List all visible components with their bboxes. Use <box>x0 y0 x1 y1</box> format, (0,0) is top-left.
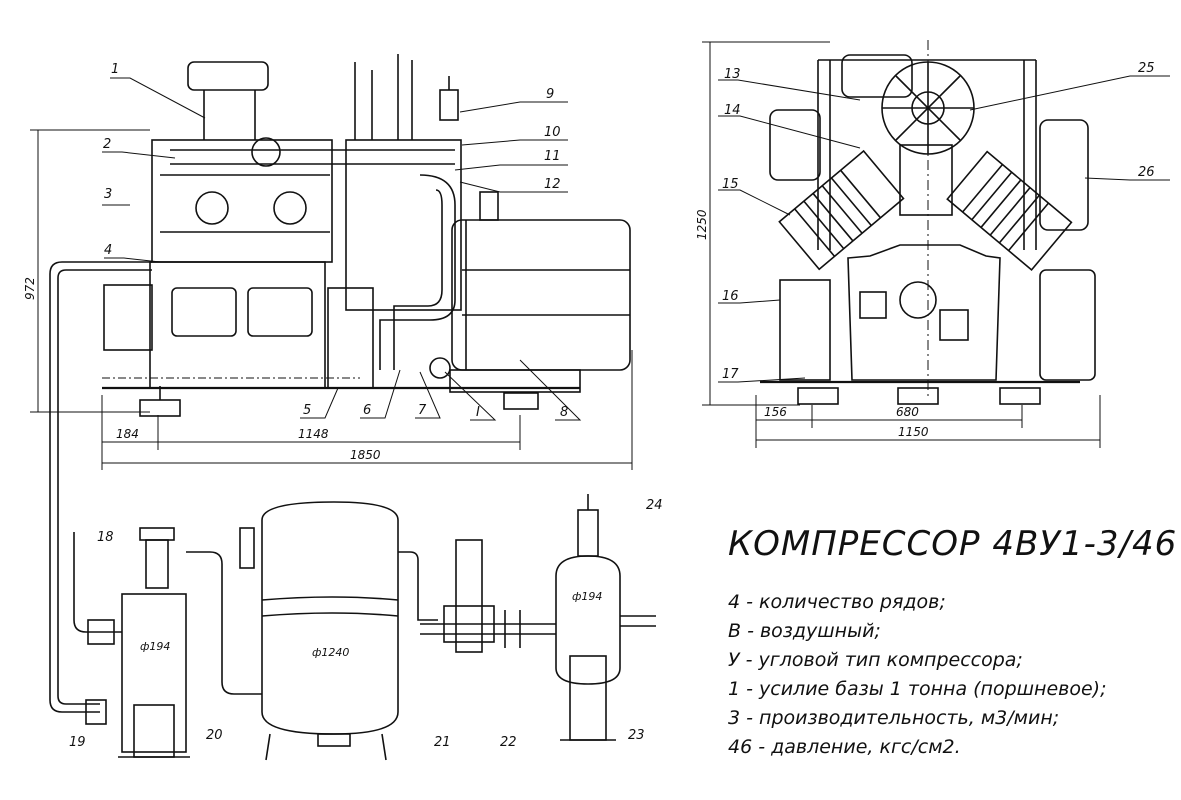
callout-1: 1 <box>111 62 119 77</box>
callout-5: 5 <box>303 403 311 418</box>
callout-20: 20 <box>206 728 223 743</box>
designation-legend: 4 - количество рядов; В - воздушный; У -… <box>728 588 1106 762</box>
callout-4: 4 <box>104 243 112 258</box>
callout-14: 14 <box>724 103 741 118</box>
callout-3: 3 <box>104 187 112 202</box>
callout-15: 15 <box>722 177 739 192</box>
dim-184: 184 <box>116 427 139 441</box>
callout-22: 22 <box>500 735 517 750</box>
diameter-194-oil-separator: ф194 <box>572 590 602 603</box>
feed-pipe-inner <box>57 269 152 705</box>
callout-I: I <box>476 405 480 420</box>
dim-1250: 1250 <box>695 209 709 240</box>
callout-13: 13 <box>724 67 741 82</box>
separator-20 <box>73 527 262 758</box>
separator-23 <box>555 494 656 741</box>
callout-11: 11 <box>544 149 561 164</box>
callout-23: 23 <box>628 728 645 743</box>
compressor-side-view <box>102 54 631 417</box>
legend-item: 3 - производительность, м3/мин; <box>728 707 1060 729</box>
dimension-labels: 972 184 1148 1850 1250 156 680 1150 ф194… <box>23 209 929 659</box>
dimension-lines <box>30 41 1101 470</box>
legend-item: У - угловой тип компрессора; <box>728 649 1023 671</box>
callout-12: 12 <box>544 177 561 192</box>
callout-21: 21 <box>434 735 451 750</box>
callout-8: 8 <box>560 405 568 420</box>
callout-25: 25 <box>1138 61 1155 76</box>
callout-18: 18 <box>97 530 114 545</box>
diameter-194-separator: ф194 <box>140 640 170 653</box>
dim-972: 972 <box>23 277 37 300</box>
legend-item: 46 - давление, кгс/см2. <box>728 736 961 758</box>
legend-item: В - воздушный; <box>728 620 881 642</box>
dim-1148: 1148 <box>298 427 329 441</box>
receiver-21 <box>239 501 438 761</box>
dim-1150: 1150 <box>898 425 929 439</box>
callout-2: 2 <box>103 137 111 152</box>
callout-16: 16 <box>722 289 739 304</box>
feed-pipe <box>49 261 152 713</box>
callout-17: 17 <box>722 367 739 382</box>
callout-24: 24 <box>646 498 663 513</box>
compressor-front-view <box>760 40 1096 405</box>
callout-7: 7 <box>418 403 427 418</box>
leader-lines <box>102 75 1170 421</box>
page-title: КОМПРЕССОР 4ВУ1-3/46 <box>728 524 1178 564</box>
dim-1850: 1850 <box>350 448 381 462</box>
callout-26: 26 <box>1138 165 1155 180</box>
diameter-1240-receiver: ф1240 <box>312 646 349 659</box>
filter-22 <box>420 539 556 653</box>
callout-labels: 1 2 3 4 5 6 7 8 9 10 11 12 13 14 15 16 1… <box>69 61 1155 750</box>
callout-9: 9 <box>546 87 554 102</box>
callout-6: 6 <box>363 403 371 418</box>
dim-156: 156 <box>764 405 787 419</box>
callout-19: 19 <box>69 735 86 750</box>
dim-680: 680 <box>896 405 919 419</box>
callout-10: 10 <box>544 125 561 140</box>
legend-item: 4 - количество рядов; <box>728 591 946 613</box>
legend-item: 1 - усилие базы 1 тонна (поршневое); <box>728 678 1107 700</box>
